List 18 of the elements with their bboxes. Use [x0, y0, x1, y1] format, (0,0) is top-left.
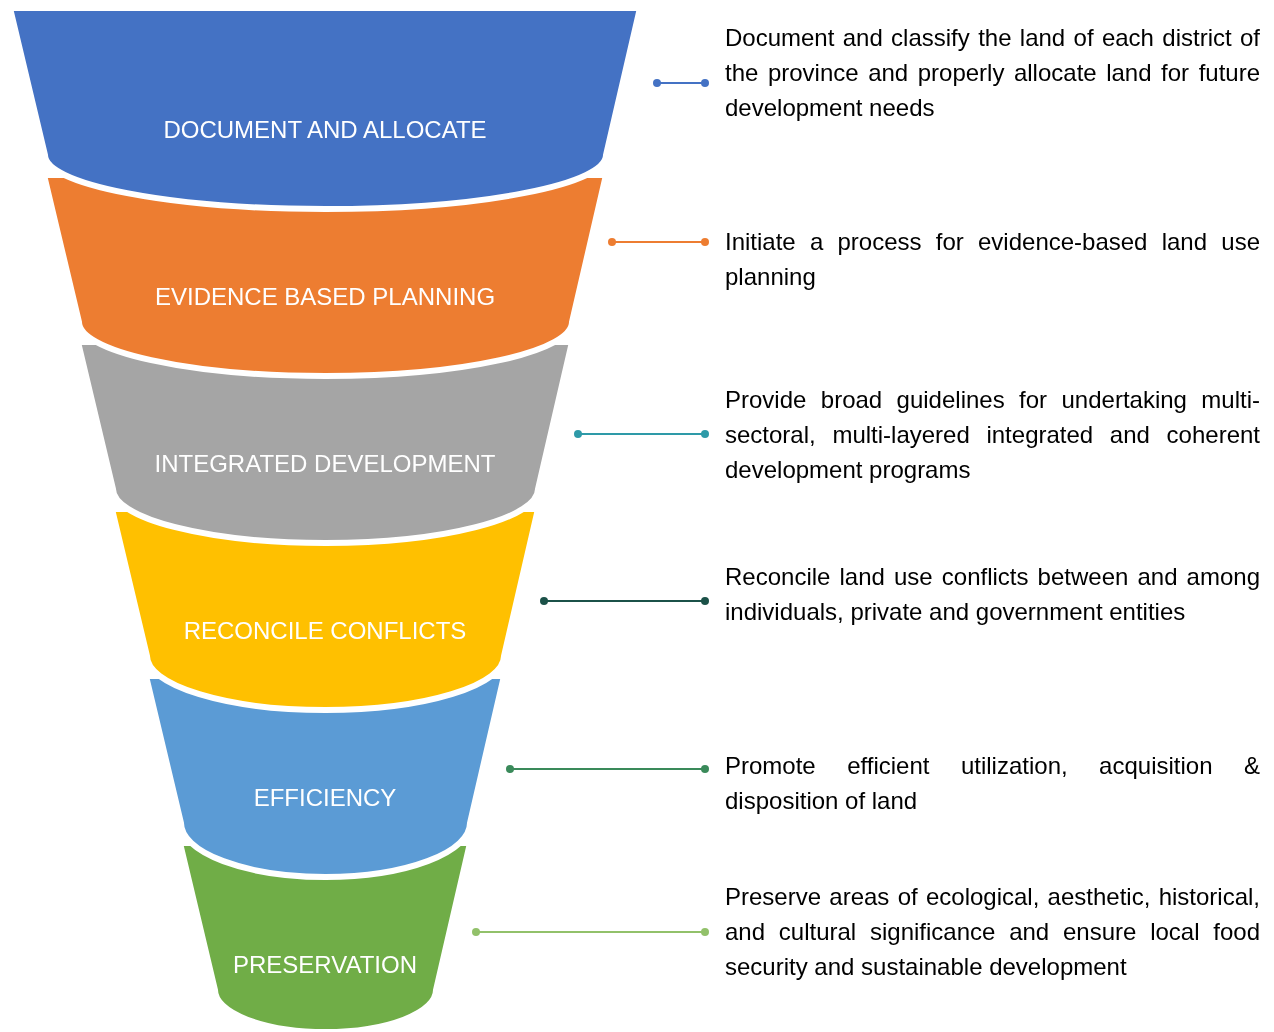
- connector-line: [608, 238, 709, 246]
- description-text: Provide broad guidelines for undertaking multi-sectoral, multi-layered integrated and coherent development programs: [725, 385, 1260, 485]
- segment-label: PRESERVATION: [232, 950, 417, 980]
- connector-line: [653, 79, 709, 87]
- segment-label: RECONCILE CONFLICTS: [183, 616, 467, 646]
- description-text: Preserve areas of ecological, aesthetic, historical, and cultural significance and ensure local food security and sustainable development: [725, 882, 1260, 982]
- description-text: Document and classify the land of each district of the province and properly allocate land for future development needs: [725, 23, 1260, 123]
- segment-label: DOCUMENT AND ALLOCATE: [163, 115, 487, 145]
- connector-line: [506, 765, 709, 773]
- segment-label: INTEGRATED DEVELOPMENT: [154, 449, 496, 479]
- connector-line: [540, 597, 709, 605]
- segment-label: EFFICIENCY: [253, 783, 397, 813]
- connector-line: [472, 928, 709, 936]
- segment-label: EVIDENCE BASED PLANNING: [154, 282, 496, 312]
- connector-line: [574, 430, 709, 438]
- description-text: Initiate a process for evidence-based land use planning: [725, 227, 1260, 292]
- description-text: Promote efficient utilization, acquisition & disposition of land: [725, 751, 1260, 816]
- description-text: Reconcile land use conflicts between and among individuals, private and government entities: [725, 562, 1260, 627]
